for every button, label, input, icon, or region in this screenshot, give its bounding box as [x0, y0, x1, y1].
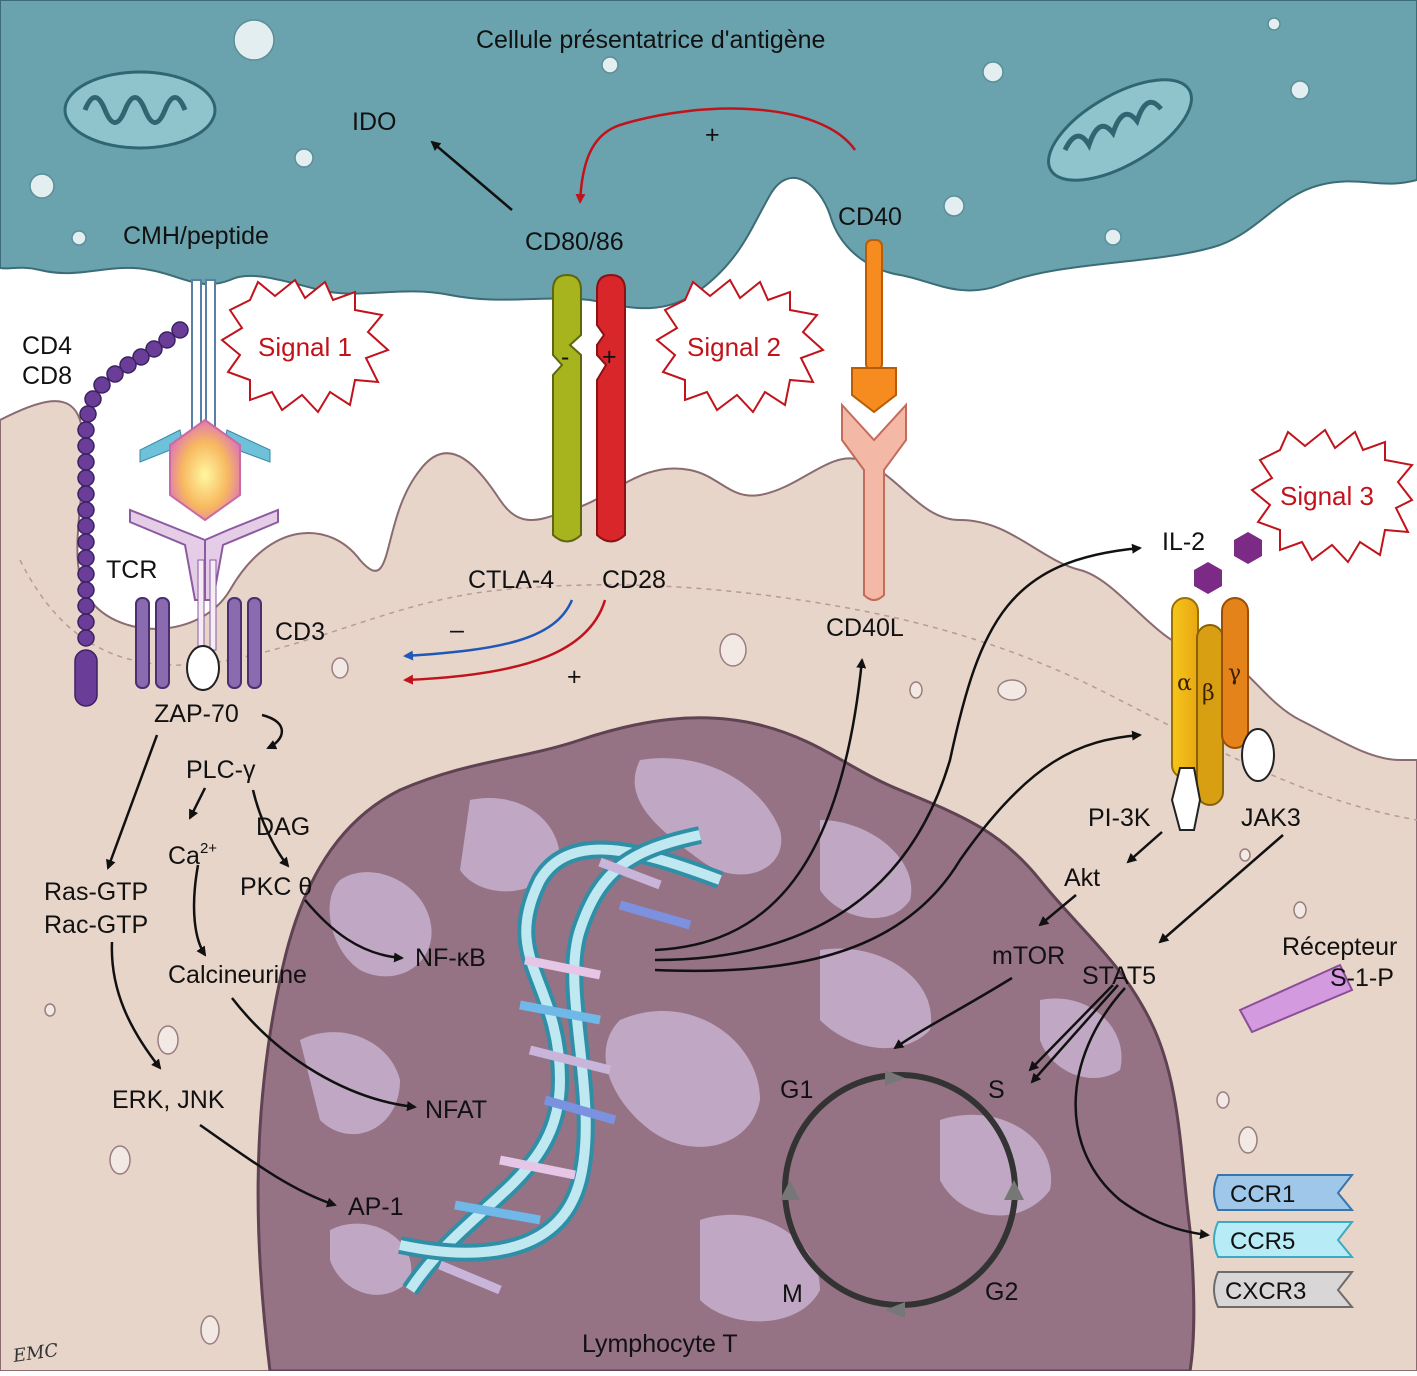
signal1-burst	[220, 278, 390, 414]
s1p-receptor	[1238, 963, 1354, 1034]
arrow-cd40-to-cd80	[575, 107, 857, 204]
labels: Cellule présentatrice d'antigène IDO + C…	[22, 26, 1397, 1358]
arrow-cd28-plus	[403, 599, 607, 685]
label-lymphocyte-t: Lymphocyte T	[582, 1330, 738, 1358]
label-ras: Ras-GTP	[44, 878, 148, 906]
label-jak3: JAK3	[1241, 804, 1301, 832]
zap70-shape	[186, 645, 220, 691]
label-il2: IL-2	[1162, 528, 1205, 556]
label-ca: Ca2+	[168, 840, 217, 870]
label-gamma: γ	[1228, 661, 1241, 686]
label-g2: G2	[985, 1278, 1018, 1306]
label-zap70: ZAP-70	[154, 700, 239, 728]
label-cd80-86: CD80/86	[525, 228, 624, 256]
label-nfkb: NF-κB	[415, 944, 486, 972]
label-recepteur: Récepteur	[1282, 933, 1397, 961]
il2-receptor	[1170, 597, 1275, 831]
label-beta: β	[1202, 681, 1215, 706]
t-cell-inner-membrane	[19, 559, 1417, 821]
label-cd8: CD8	[22, 362, 72, 390]
cd3-complex	[135, 597, 262, 689]
ccr1-receptor	[1213, 1174, 1355, 1211]
label-nfat: NFAT	[425, 1096, 487, 1124]
label-signal1: Signal 1	[258, 332, 352, 362]
t-cell-vesicles	[44, 633, 1307, 1345]
cd40-cd40l-receptors	[841, 239, 907, 601]
label-ido: IDO	[352, 108, 396, 136]
arrows-black	[106, 140, 1284, 1240]
label-plc: PLC-γ	[186, 756, 256, 784]
cd4-cd8-coreceptor	[74, 321, 189, 707]
label-pi3k: PI-3K	[1088, 804, 1151, 832]
ctla4-cd28-receptors	[552, 273, 626, 543]
il2-hexagon-2	[1194, 562, 1222, 594]
signal3-burst	[1250, 428, 1414, 564]
mhc-tcr-complex	[129, 279, 279, 651]
label-rac: Rac-GTP	[44, 911, 148, 939]
label-cd3: CD3	[275, 618, 325, 646]
label-plus-top: +	[705, 121, 720, 149]
label-inhibition-minus: –	[450, 616, 464, 644]
label-dag: DAG	[256, 813, 310, 841]
label-alpha: α	[1177, 671, 1192, 696]
label-ca-text: Ca	[168, 842, 200, 870]
apc-cell-body	[0, 0, 1417, 310]
label-ccr1: CCR1	[1230, 1181, 1295, 1208]
label-cxcr3: CXCR3	[1225, 1278, 1306, 1305]
label-cd28-plus-mark: +	[602, 343, 617, 371]
label-signal2: Signal 2	[687, 332, 781, 362]
label-activation-plus: +	[567, 663, 582, 691]
il2-hexagon-1	[1234, 532, 1262, 564]
dna-helix	[398, 826, 724, 1295]
cell-cycle	[780, 1070, 1024, 1318]
cxcr3-receptor	[1213, 1271, 1355, 1308]
label-ap1: AP-1	[348, 1193, 404, 1221]
label-erk-jnk: ERK, JNK	[112, 1086, 225, 1114]
label-calcineurine: Calcineurine	[168, 961, 307, 989]
label-ca-sup: 2+	[200, 840, 217, 857]
label-pkc: PKC θ	[240, 873, 312, 901]
label-m: M	[782, 1280, 803, 1308]
label-ctla4-minus-mark: -	[561, 343, 569, 371]
label-tcr: TCR	[106, 556, 157, 584]
label-mtor: mTOR	[992, 942, 1065, 970]
ccr5-receptor	[1213, 1221, 1355, 1258]
apc-vesicles	[29, 17, 1310, 246]
label-cd28: CD28	[602, 566, 666, 594]
label-s1p: S-1-P	[1330, 964, 1394, 992]
mitochondrion-right	[1047, 78, 1193, 182]
label-s: S	[988, 1076, 1005, 1104]
mitochondrion-left	[63, 70, 217, 150]
label-g1: G1	[780, 1076, 813, 1104]
signal2-burst	[655, 278, 825, 414]
label-stat5: STAT5	[1082, 962, 1156, 990]
label-cd4: CD4	[22, 332, 72, 360]
label-signal3: Signal 3	[1280, 481, 1374, 511]
apc-title: Cellule présentatrice d'antigène	[476, 26, 825, 54]
arrow-ctla4-minus	[403, 599, 574, 661]
label-akt: Akt	[1064, 864, 1100, 892]
label-ccr5: CCR5	[1230, 1228, 1295, 1255]
chromatin	[300, 758, 1122, 1322]
label-cd40: CD40	[838, 203, 902, 231]
label-ctla4: CTLA-4	[468, 566, 554, 594]
label-cmh-peptide: CMH/peptide	[123, 222, 269, 250]
label-cd40l: CD40L	[826, 614, 904, 642]
